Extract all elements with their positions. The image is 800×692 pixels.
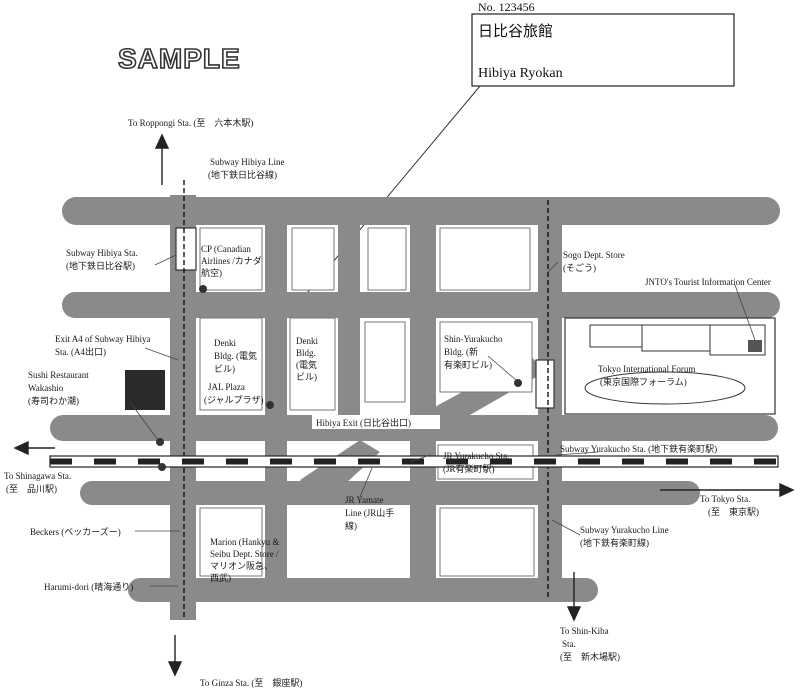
jal-dot	[266, 401, 274, 409]
block-mid	[364, 321, 406, 403]
label-shinyurakucho-3: 有楽町ビル)	[444, 359, 492, 370]
label-sushi-3: (寿司わか潮)	[28, 395, 79, 406]
label-shinkiba-3: (至 新木場駅)	[560, 651, 620, 662]
block-lower-right	[439, 507, 535, 577]
label-hibiya-exit: Hibiya Exit (日比谷出口)	[316, 417, 411, 428]
label-tokyo-2: (至 東京駅)	[708, 506, 759, 517]
label-marion-3: マリオン阪急、	[210, 560, 273, 571]
block-denki1	[199, 317, 263, 411]
hotel-location-marker	[125, 370, 165, 410]
ticket-number: No. 123456	[478, 0, 535, 14]
hotel-name-jp: 日比谷旅館	[478, 22, 553, 40]
label-forum-2: (東京国際フォーラム)	[600, 376, 687, 387]
label-denki2-4: ビル)	[296, 372, 317, 382]
label-shinkiba-1: To Shin-Kiba	[560, 626, 609, 636]
road-bottom	[128, 578, 598, 602]
arrow-down-icon	[566, 606, 582, 622]
arrow-right-icon	[779, 482, 795, 498]
road-v2	[265, 225, 287, 600]
label-shinyurakucho-1: Shin-Yurakucho	[444, 334, 503, 344]
map-labels: To Roppongi Sta. (至 六本木駅) Subway Hibiya …	[4, 117, 771, 688]
label-shinagawa-1: To Shinagawa Sta.	[4, 471, 71, 481]
label-denki1-1: Denki	[214, 338, 236, 348]
city-blocks	[199, 227, 535, 577]
block-denki2	[289, 317, 336, 411]
label-leaders	[129, 254, 756, 587]
direction-arrows	[13, 133, 795, 677]
label-subway-hibiya-line-en: Subway Hibiya Line	[210, 157, 285, 167]
label-forum-1: Tokyo International Forum	[598, 364, 695, 374]
label-cp-1: CP (Canadian	[201, 244, 251, 254]
label-sogo-jp: (そごう)	[563, 262, 596, 273]
block-top-right-1	[439, 227, 531, 291]
label-jr-yamate-1: JR Yamate	[345, 495, 384, 505]
block-top-1	[199, 227, 263, 291]
label-jnto: JNTO's Tourist Information Center	[645, 277, 771, 287]
sample-watermark: SAMPLE	[118, 43, 241, 74]
label-shinyurakucho-2: Bldg. (新	[444, 346, 478, 357]
label-subway-hibiya-line-jp: (地下鉄日比谷線)	[208, 169, 277, 180]
label-denki1-3: ビル)	[214, 364, 235, 374]
label-subway-yurakucho-sta: Subway Yurakucho Sta. (地下鉄有楽町駅)	[560, 443, 717, 454]
label-exit-a4-1: Exit A4 of Subway Hibiya	[55, 334, 151, 344]
label-subway-yurakucho-line-2: (地下鉄有楽町線)	[580, 537, 649, 548]
label-marion-2: Seibu Dept. Store /	[210, 549, 279, 559]
subway-hibiya-station	[175, 227, 197, 271]
tokyo-forum-complex	[564, 317, 776, 415]
label-jr-yurakucho-1: JR Yurakucho Sta.	[443, 451, 509, 461]
label-denki1-2: Bldg. (電気	[214, 350, 257, 361]
hibiya-exit-label-bg	[312, 415, 440, 429]
label-subway-yurakucho-line-1: Subway Yurakucho Line	[580, 525, 669, 535]
label-sushi-1: Sushi Restaurant	[28, 370, 89, 380]
jnto-marker	[748, 340, 762, 352]
label-denki2-2: Bldg.	[296, 348, 316, 358]
cp-dot	[199, 285, 207, 293]
label-jr-yamate-2: Line (JR山手	[345, 507, 394, 518]
label-beckers: Beckers (ベッカーズー)	[30, 526, 121, 537]
shinyurakucho-dot	[514, 379, 522, 387]
hotel-name-en: Hibiya Ryokan	[478, 66, 563, 81]
block-marion	[199, 507, 263, 577]
label-jal-1: JAL Plaza	[208, 382, 245, 392]
arrow-left-icon	[13, 440, 29, 456]
label-subway-hibiya-sta-jp: (地下鉄日比谷駅)	[66, 260, 135, 271]
road-top	[62, 197, 780, 225]
block-top-mid	[367, 227, 407, 291]
road-v3	[338, 225, 360, 415]
label-cp-3: 航空)	[201, 267, 222, 278]
label-denki2-3: (電気	[296, 359, 317, 370]
label-sushi-2: Wakashio	[28, 383, 64, 393]
label-exit-a4-2: Sta. (A4出口)	[55, 346, 106, 357]
label-ginza: To Ginza Sta. (至 銀座駅)	[200, 677, 302, 688]
shinagawa-dot	[158, 463, 166, 471]
hotel-name-box: No. 123456 日比谷旅館 Hibiya Ryokan	[471, 0, 735, 87]
arrow-up-icon	[154, 133, 170, 149]
label-harumi: Harumi-dori (晴海通り)	[44, 581, 133, 592]
jr-railway	[49, 455, 779, 468]
arrow-down-ginza-icon	[167, 661, 183, 677]
label-tokyo-1: To Tokyo Sta.	[700, 494, 750, 504]
label-sogo-en: Sogo Dept. Store	[563, 250, 625, 260]
label-cp-2: Airlines /カナダ	[201, 255, 262, 266]
label-marion-4: 西武)	[210, 572, 231, 583]
label-subway-hibiya-sta-en: Subway Hibiya Sta.	[66, 248, 138, 258]
label-shinkiba-2: Sta.	[562, 639, 576, 649]
label-marion-1: Marion (Hankyu &	[210, 537, 280, 547]
label-jal-2: (ジャルプラザ)	[204, 395, 264, 405]
label-shinagawa-2: (至 品川駅)	[6, 484, 57, 494]
subway-yurakucho-station	[535, 359, 555, 409]
label-denki2-1: Denki	[296, 336, 318, 346]
label-roppongi: To Roppongi Sta. (至 六本木駅)	[128, 117, 253, 128]
label-jr-yurakucho-2: (JR有楽町駅)	[443, 463, 495, 474]
label-jr-yamate-3: 線)	[345, 520, 357, 531]
block-top-2	[291, 227, 335, 291]
